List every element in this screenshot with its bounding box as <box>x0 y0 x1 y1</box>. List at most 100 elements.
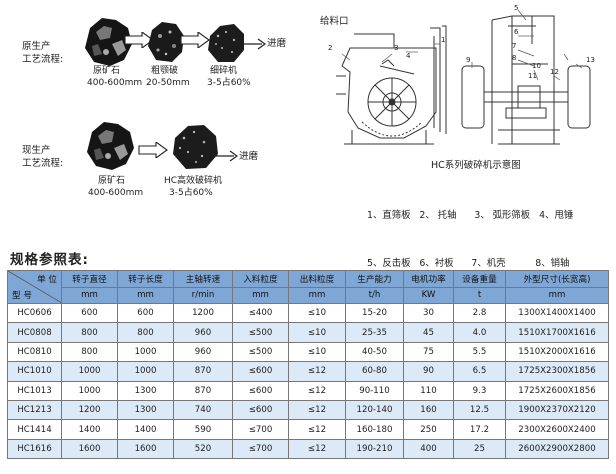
table-cell: ≤600 <box>232 380 289 401</box>
table-cell: 2300X2600X2400 <box>505 419 609 440</box>
table-cell: ≤12 <box>288 380 346 401</box>
legacy-step-2-size: 20-50mm <box>146 78 190 88</box>
table-cell: ≤700 <box>232 438 289 460</box>
table-cell: 90-110 <box>345 380 404 401</box>
table-cell: ≤12 <box>288 399 346 421</box>
table-cell: 1900X2370X2120 <box>505 399 609 421</box>
col-header: 生产能力 <box>345 270 404 288</box>
current-step-2-name: HC高效破碎机 <box>164 176 223 186</box>
legacy-step-3-name: 细碎机 <box>210 66 238 76</box>
parts-legend-row: 1、直筛板 2、 托轴 3、 弧形筛板 4、甩锤 <box>367 210 574 221</box>
hc-crushed-ore-image <box>173 125 218 169</box>
current-step-1-size: 400-600mm <box>88 188 144 198</box>
table-cell: 45 <box>403 322 454 343</box>
table-cell: 1200 <box>173 302 233 324</box>
current-step-1-name: 原矿石 <box>98 176 126 186</box>
table-cell: 1725X2600X1856 <box>505 380 609 401</box>
col-header: 转子长度 <box>117 270 174 288</box>
table-cell: 800 <box>117 322 174 343</box>
legacy-step-3-size: 3-5占60% <box>207 78 251 88</box>
flow-arrow-icon <box>138 142 168 158</box>
legacy-flow-label-line1: 原生产 <box>22 41 51 52</box>
flow-arrow-icon <box>214 150 238 162</box>
table-cell: 1300 <box>117 380 174 401</box>
legacy-flow-end-label: 进磨 <box>267 38 287 49</box>
table-cell: 1400 <box>61 419 118 440</box>
table-cell: 60-80 <box>345 361 404 382</box>
table-cell: 120-140 <box>345 399 404 421</box>
corner-diagonal <box>8 271 61 303</box>
callout-13: 13 <box>586 56 595 64</box>
flow-arrow-icon <box>124 32 154 48</box>
callout-11: 11 <box>528 72 537 80</box>
table-cell: 800 <box>61 341 118 363</box>
table-cell: 520 <box>173 438 233 460</box>
table-cell: 1600 <box>61 438 118 460</box>
table-cell: 1000 <box>61 361 118 382</box>
legacy-step-1-size: 400-600mm <box>87 78 143 88</box>
callout-2: 2 <box>328 44 332 52</box>
jaw-crushed-ore-image <box>148 22 184 62</box>
table-cell: 9.3 <box>453 380 506 401</box>
table-cell: 160-180 <box>345 419 404 440</box>
corner-top-label: 单 位 <box>37 275 57 285</box>
table-cell: 1510X2000X1616 <box>505 341 609 363</box>
current-flow-label-line1: 现生产 <box>22 145 51 156</box>
table-cell: 2.8 <box>453 302 506 324</box>
flow-arrow-icon <box>180 32 210 48</box>
table-cell: 17.2 <box>453 419 506 440</box>
model-cell: HC1414 <box>7 419 62 440</box>
callout-10: 10 <box>532 62 541 70</box>
spec-table: 单 位 型 号 转子直径 转子长度 主轴转速 入料粒度 出料粒度 生产能力 电机… <box>7 270 609 460</box>
table-cell: ≤12 <box>288 361 346 382</box>
table-cell: 1600 <box>117 438 174 460</box>
table-cell: 1400 <box>117 419 174 440</box>
spec-title: 规格参照表: <box>10 252 89 268</box>
table-cell: ≤12 <box>288 419 346 440</box>
table-cell: ≤600 <box>232 399 289 421</box>
table-cell: 1300 <box>117 399 174 421</box>
table-cell: 1725X2300X1856 <box>505 361 609 382</box>
col-header: 外型尺寸(长宽高) <box>505 270 609 288</box>
legacy-step-1-name: 原矿石 <box>93 66 121 76</box>
callout-3: 3 <box>394 44 398 52</box>
raw-ore-image <box>85 18 132 66</box>
table-cell: 1000 <box>61 380 118 401</box>
col-header: 出料粒度 <box>288 270 346 288</box>
col-unit: mm <box>288 286 346 304</box>
model-cell: HC0808 <box>7 322 62 343</box>
table-cell: 1000 <box>117 361 174 382</box>
table-cell: 12.5 <box>453 399 506 421</box>
table-cell: 590 <box>173 419 233 440</box>
current-flow-end-label: 进磨 <box>239 151 259 162</box>
col-unit: mm <box>117 286 174 304</box>
callout-8: 8 <box>512 54 516 62</box>
col-unit: r/min <box>173 286 233 304</box>
table-cell: ≤700 <box>232 419 289 440</box>
legacy-flow-label: 原生产 工艺流程: <box>22 40 63 66</box>
table-cell: ≤10 <box>288 322 346 343</box>
table-cell: ≤400 <box>232 302 289 324</box>
callout-12: 12 <box>550 68 559 76</box>
col-unit: mm <box>505 286 609 304</box>
hc-crusher-schematic: 1 2 3 4 5 6 7 8 9 10 11 12 13 <box>328 4 595 145</box>
table-cell: 600 <box>61 302 118 324</box>
table-cell: 2600X2900X2800 <box>505 438 609 460</box>
table-cell: 870 <box>173 380 233 401</box>
fine-crushed-ore-image <box>208 24 244 62</box>
table-cell: 1300X1400X1400 <box>505 302 609 324</box>
model-cell: HC0810 <box>7 341 62 363</box>
model-cell: HC1213 <box>7 399 62 421</box>
callout-9: 9 <box>466 56 470 64</box>
spec-unit-row: mm mm r/min mm mm t/h KW t mm <box>8 286 609 304</box>
flow-arrow-icon <box>242 38 266 50</box>
table-cell: ≤500 <box>232 322 289 343</box>
table-cell: 25 <box>453 438 506 460</box>
col-header: 设备重量 <box>453 270 506 288</box>
table-cell: 400 <box>403 438 454 460</box>
